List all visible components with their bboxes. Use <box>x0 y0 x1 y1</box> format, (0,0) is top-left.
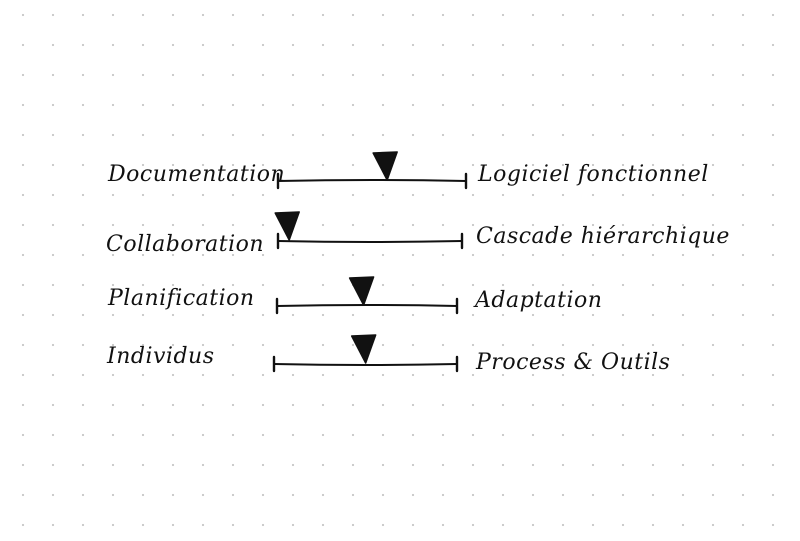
scale-line-3 <box>276 304 458 307</box>
row-3-right-label: Adaptation <box>475 288 603 313</box>
row-3-left-label: Planification <box>108 286 255 311</box>
scale-2-marker <box>274 211 300 241</box>
row-2-left-label: Collaboration <box>106 232 265 257</box>
row-4-right-label: Process & Outils <box>476 350 671 375</box>
scale-line-2 <box>277 240 463 243</box>
row-1-left-label: Documentation <box>108 162 286 187</box>
row-4-left-label: Individus <box>107 344 215 369</box>
scale-4-marker <box>350 334 377 364</box>
scale-line-4 <box>273 363 458 366</box>
row-1-right-label: Logiciel fonctionnel <box>478 162 709 187</box>
scale-1-marker <box>372 151 398 181</box>
scale-3-marker <box>348 276 375 306</box>
row-2-right-label: Cascade hiérarchique <box>476 224 730 249</box>
scale-line-1 <box>277 179 467 182</box>
